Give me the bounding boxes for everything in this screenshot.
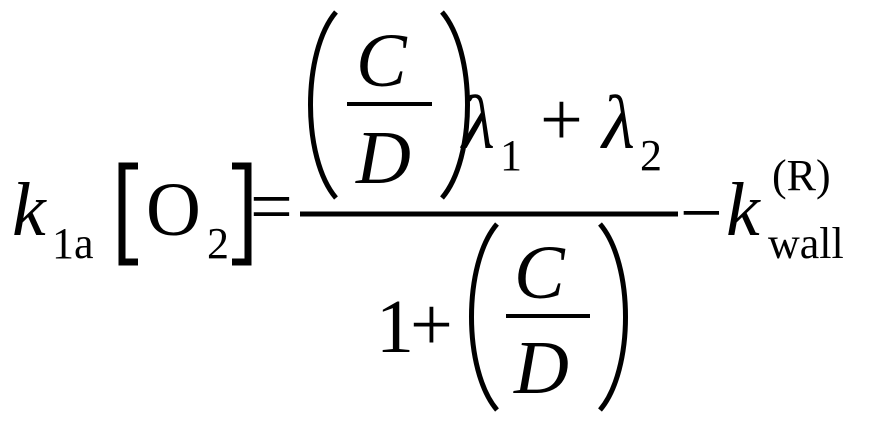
equals-sign: =: [250, 165, 293, 249]
lhs-k: k: [12, 168, 47, 252]
numerator-right-paren: [440, 10, 470, 200]
numerator-left-paren: [308, 10, 338, 200]
right-square-bracket: [232, 162, 252, 266]
lambda-2-subscript: 2: [640, 131, 662, 180]
tail-k-superscript: (R): [772, 151, 831, 200]
denominator-right-paren: [598, 222, 628, 412]
left-square-bracket: [118, 162, 138, 266]
numerator-frac-bottom: D: [355, 116, 411, 200]
lhs-species: O: [146, 168, 201, 252]
numerator-frac-top: C: [356, 19, 408, 103]
tail-k-subscript: wall: [768, 219, 844, 268]
lambda-2: λ: [600, 81, 635, 165]
denominator-frac-top: C: [514, 231, 566, 315]
denominator-plus: +: [410, 283, 453, 367]
minus-sign: −: [680, 171, 723, 255]
denominator-frac-bottom: D: [513, 326, 569, 410]
numerator-plus: +: [540, 78, 583, 162]
denominator-left-paren: [469, 222, 499, 412]
lambda-1: λ: [460, 81, 495, 165]
lhs-k-subscript: 1a: [52, 219, 94, 268]
tail-k: k: [726, 168, 761, 252]
denominator-one: 1: [376, 285, 414, 369]
lhs-species-subscript: 2: [207, 219, 229, 268]
lambda-1-subscript: 1: [500, 131, 522, 180]
